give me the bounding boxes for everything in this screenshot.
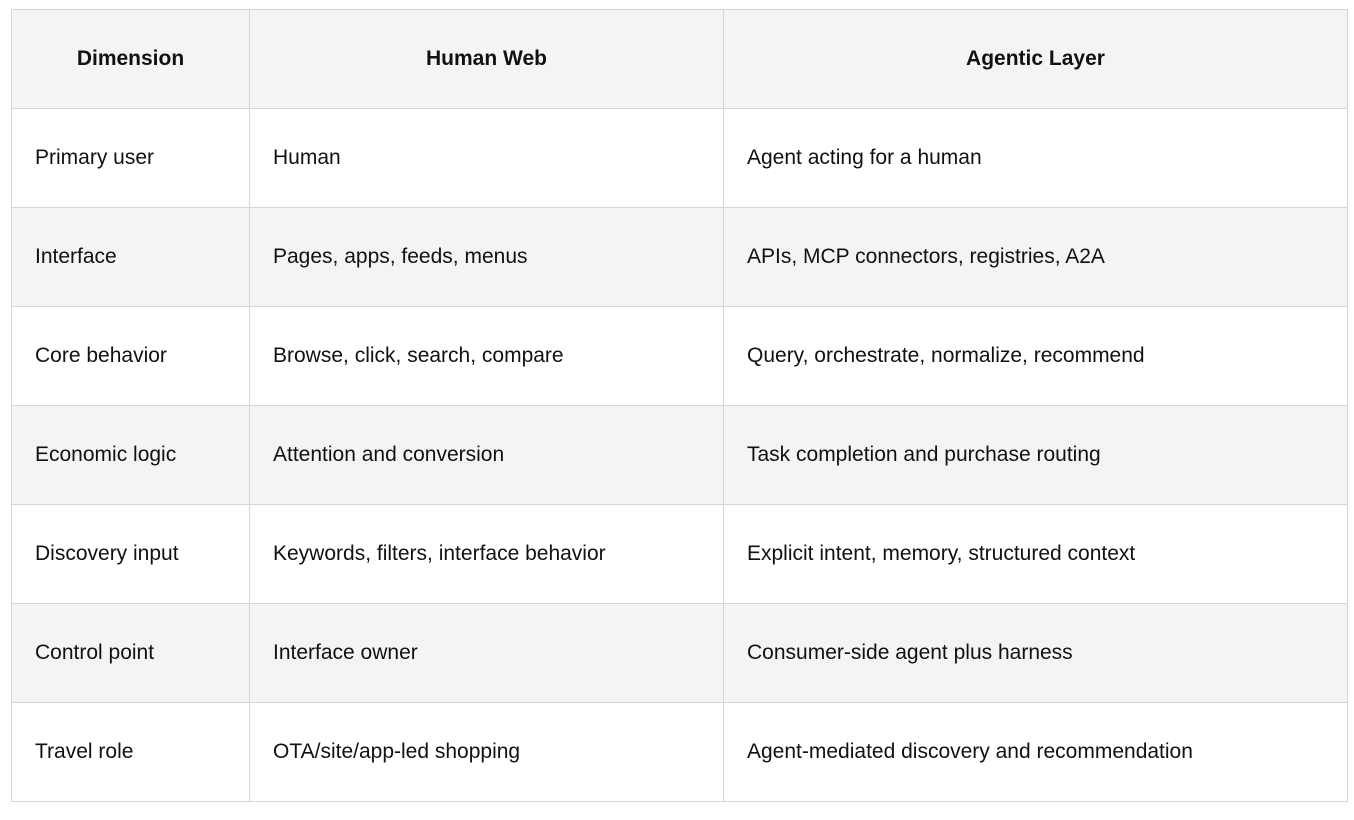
table-row: Discovery input Keywords, filters, inter… <box>11 504 1348 604</box>
table-row: Core behavior Browse, click, search, com… <box>11 306 1348 406</box>
comparison-table: Dimension Human Web Agentic Layer Primar… <box>11 9 1348 802</box>
cell-agentic-layer: Query, orchestrate, normalize, recommend <box>723 306 1348 406</box>
cell-human-web: OTA/site/app-led shopping <box>249 702 724 802</box>
cell-human-web: Attention and conversion <box>249 405 724 505</box>
table-body: Primary user Human Agent acting for a hu… <box>11 108 1348 802</box>
cell-agentic-layer: APIs, MCP connectors, registries, A2A <box>723 207 1348 307</box>
cell-agentic-layer: Agent-mediated discovery and recommendat… <box>723 702 1348 802</box>
table-row: Economic logic Attention and conversion … <box>11 405 1348 505</box>
cell-agentic-layer: Consumer-side agent plus harness <box>723 603 1348 703</box>
header-human-web: Human Web <box>249 9 724 109</box>
cell-agentic-layer: Explicit intent, memory, structured cont… <box>723 504 1348 604</box>
cell-dimension: Discovery input <box>11 504 250 604</box>
cell-agentic-layer: Task completion and purchase routing <box>723 405 1348 505</box>
cell-human-web: Keywords, filters, interface behavior <box>249 504 724 604</box>
cell-dimension: Core behavior <box>11 306 250 406</box>
table-row: Control point Interface owner Consumer-s… <box>11 603 1348 703</box>
cell-dimension: Travel role <box>11 702 250 802</box>
table-row: Interface Pages, apps, feeds, menus APIs… <box>11 207 1348 307</box>
table-row: Travel role OTA/site/app-led shopping Ag… <box>11 702 1348 802</box>
header-agentic-layer: Agentic Layer <box>723 9 1348 109</box>
comparison-table-container: Dimension Human Web Agentic Layer Primar… <box>11 9 1348 802</box>
cell-human-web: Browse, click, search, compare <box>249 306 724 406</box>
cell-human-web: Pages, apps, feeds, menus <box>249 207 724 307</box>
cell-agentic-layer: Agent acting for a human <box>723 108 1348 208</box>
cell-human-web: Interface owner <box>249 603 724 703</box>
cell-dimension: Control point <box>11 603 250 703</box>
table-header: Dimension Human Web Agentic Layer <box>11 9 1348 109</box>
cell-dimension: Economic logic <box>11 405 250 505</box>
cell-dimension: Interface <box>11 207 250 307</box>
cell-dimension: Primary user <box>11 108 250 208</box>
table-row: Primary user Human Agent acting for a hu… <box>11 108 1348 208</box>
header-dimension: Dimension <box>11 9 250 109</box>
header-row: Dimension Human Web Agentic Layer <box>11 9 1348 109</box>
cell-human-web: Human <box>249 108 724 208</box>
